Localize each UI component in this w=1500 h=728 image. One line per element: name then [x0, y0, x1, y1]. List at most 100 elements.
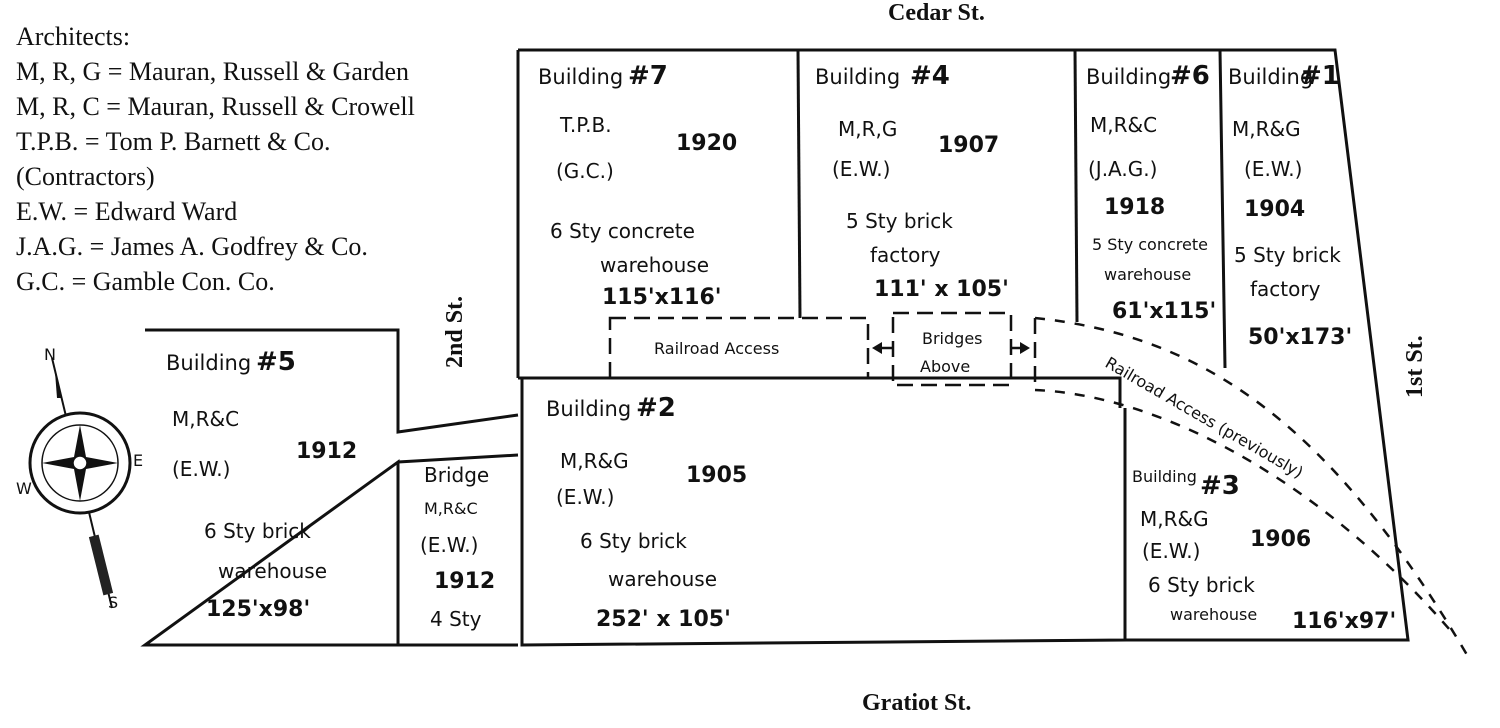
bridges-label-line2: Above	[920, 357, 970, 376]
building-name: Building	[538, 65, 623, 89]
legend-line: J.A.G. = James A. Godfrey & Co.	[16, 232, 368, 261]
building-use: warehouse	[1170, 605, 1257, 624]
north-block-outline	[518, 48, 1410, 642]
building-number: #4	[910, 61, 950, 91]
building-name: Building	[1228, 65, 1313, 89]
compass-center	[72, 455, 88, 471]
wall	[1218, 49, 1227, 369]
building-desc: 5 Sty brick	[846, 209, 953, 233]
building-year: 1920	[676, 131, 737, 156]
street-label-gratiot: Gratiot St.	[862, 690, 971, 716]
bridge-year: 1912	[434, 569, 495, 594]
building-architect: M,R,G	[838, 117, 897, 141]
building-contractor: (E.W.)	[832, 157, 890, 181]
building-dims: 111' x 105'	[874, 277, 1009, 302]
arrow-right-head	[1020, 342, 1030, 354]
building-dims: 50'x173'	[1248, 325, 1352, 350]
building-name: Building	[1086, 65, 1171, 89]
arrow-left-head	[872, 342, 882, 354]
legend-line: G.C. = Gamble Con. Co.	[16, 267, 275, 296]
street-label-2nd: 2nd St.	[442, 296, 468, 368]
railroad-access-label: Railroad Access	[654, 339, 779, 358]
building-number: #1	[1300, 61, 1340, 91]
building-desc: 6 Sty brick	[580, 529, 687, 553]
building-5-outline	[140, 328, 519, 647]
building-contractor: (E.W.)	[1142, 539, 1200, 563]
building-desc: 6 Sty brick	[204, 519, 311, 543]
compass-e: E	[133, 451, 143, 470]
building-name: Building	[815, 65, 900, 89]
building-number: #3	[1200, 471, 1240, 501]
building-contractor: (E.W.)	[1244, 157, 1302, 181]
building-5-labels: Building #5 M,R&C (E.W.) 1912 6 Sty bric…	[166, 347, 357, 622]
building-use: warehouse	[600, 253, 709, 277]
building-dims: 252' x 105'	[596, 607, 731, 632]
building-contractor: (E.W.)	[556, 485, 614, 509]
street-label-1st: 1st St.	[1402, 335, 1428, 398]
building-use: warehouse	[218, 559, 327, 583]
building-contractor: (G.C.)	[556, 159, 614, 183]
building-use: warehouse	[608, 567, 717, 591]
building-year: 1907	[938, 133, 999, 158]
compass-south-bar	[88, 534, 114, 596]
building-contractor: (E.W.)	[172, 457, 230, 481]
building-architect: M,R&C	[172, 407, 239, 431]
building-desc: 6 Sty concrete	[550, 219, 695, 243]
building-contractor: (J.A.G.)	[1088, 157, 1157, 181]
legend-line: M, R, G = Mauran, Russell & Garden	[16, 57, 409, 86]
building-year: 1918	[1104, 195, 1165, 220]
building-dims: 125'x98'	[206, 597, 310, 622]
building-year: 1904	[1244, 197, 1305, 222]
architects-legend: Architects: M, R, G = Mauran, Russell & …	[16, 22, 415, 296]
building-year: 1905	[686, 463, 747, 488]
railroad-access-box	[608, 316, 870, 380]
building-desc: 5 Sty concrete	[1092, 235, 1208, 254]
legend-line: E.W. = Edward Ward	[16, 197, 237, 226]
bridge-title: Bridge	[424, 463, 489, 487]
building-3-labels: Building #3 M,R&G (E.W.) 1906 6 Sty bric…	[1132, 467, 1396, 634]
bridge-outline	[396, 462, 518, 647]
building-4-labels: Building #4 M,R,G (E.W.) 1907 5 Sty bric…	[815, 61, 1009, 302]
building-name: Building	[546, 397, 631, 421]
legend-line: T.P.B. = Tom P. Barnett & Co.	[16, 127, 331, 156]
bridge-desc: 4 Sty	[430, 607, 482, 631]
wall	[796, 49, 802, 319]
building-number: #6	[1170, 61, 1210, 91]
compass-north-arrow-icon	[55, 372, 62, 398]
building-use: warehouse	[1104, 265, 1191, 284]
building-number: #7	[628, 61, 668, 91]
street-label-cedar: Cedar St.	[888, 0, 985, 26]
building-dims: 116'x97'	[1292, 609, 1396, 634]
legend-line: M, R, C = Mauran, Russell & Crowell	[16, 92, 415, 121]
building-dims: 61'x115'	[1112, 299, 1216, 324]
building-name: Building	[1132, 467, 1197, 486]
building-number: #5	[256, 347, 296, 377]
compass-rose: N S E W	[16, 345, 143, 612]
bridge-contractor: (E.W.)	[420, 533, 478, 557]
building-number: #2	[636, 393, 676, 423]
building-architect: M,R&G	[1232, 117, 1301, 141]
legend-title: Architects:	[16, 22, 130, 51]
compass-w: W	[16, 479, 32, 498]
bridge-labels: Bridge M,R&C (E.W.) 1912 4 Sty	[420, 463, 495, 631]
building-desc: 5 Sty brick	[1234, 243, 1341, 267]
building-dims: 115'x116'	[602, 285, 722, 310]
building-year: 1906	[1250, 527, 1311, 552]
compass-s: S	[108, 593, 118, 612]
building-architect: M,R&C	[1090, 113, 1157, 137]
building-year: 1912	[296, 439, 357, 464]
building-use: factory	[1250, 277, 1321, 301]
building-6-labels: Building #6 M,R&C (J.A.G.) 1918 5 Sty co…	[1086, 61, 1216, 324]
building-architect: M,R&G	[1140, 507, 1209, 531]
compass-n: N	[44, 345, 56, 364]
building-2-labels: Building #2 M,R&G (E.W.) 1905 6 Sty bric…	[546, 393, 747, 632]
building-use: factory	[870, 243, 941, 267]
building-name: Building	[166, 351, 251, 375]
railroad-previous-upper	[1034, 316, 1472, 661]
bridges-label-line1: Bridges	[922, 329, 983, 348]
building-7-labels: Building #7 T.P.B. (G.C.) 1920 6 Sty con…	[538, 61, 737, 310]
building-architect: T.P.B.	[559, 113, 612, 137]
building-architect: M,R&G	[560, 449, 629, 473]
bridge-architect: M,R&C	[424, 499, 478, 518]
